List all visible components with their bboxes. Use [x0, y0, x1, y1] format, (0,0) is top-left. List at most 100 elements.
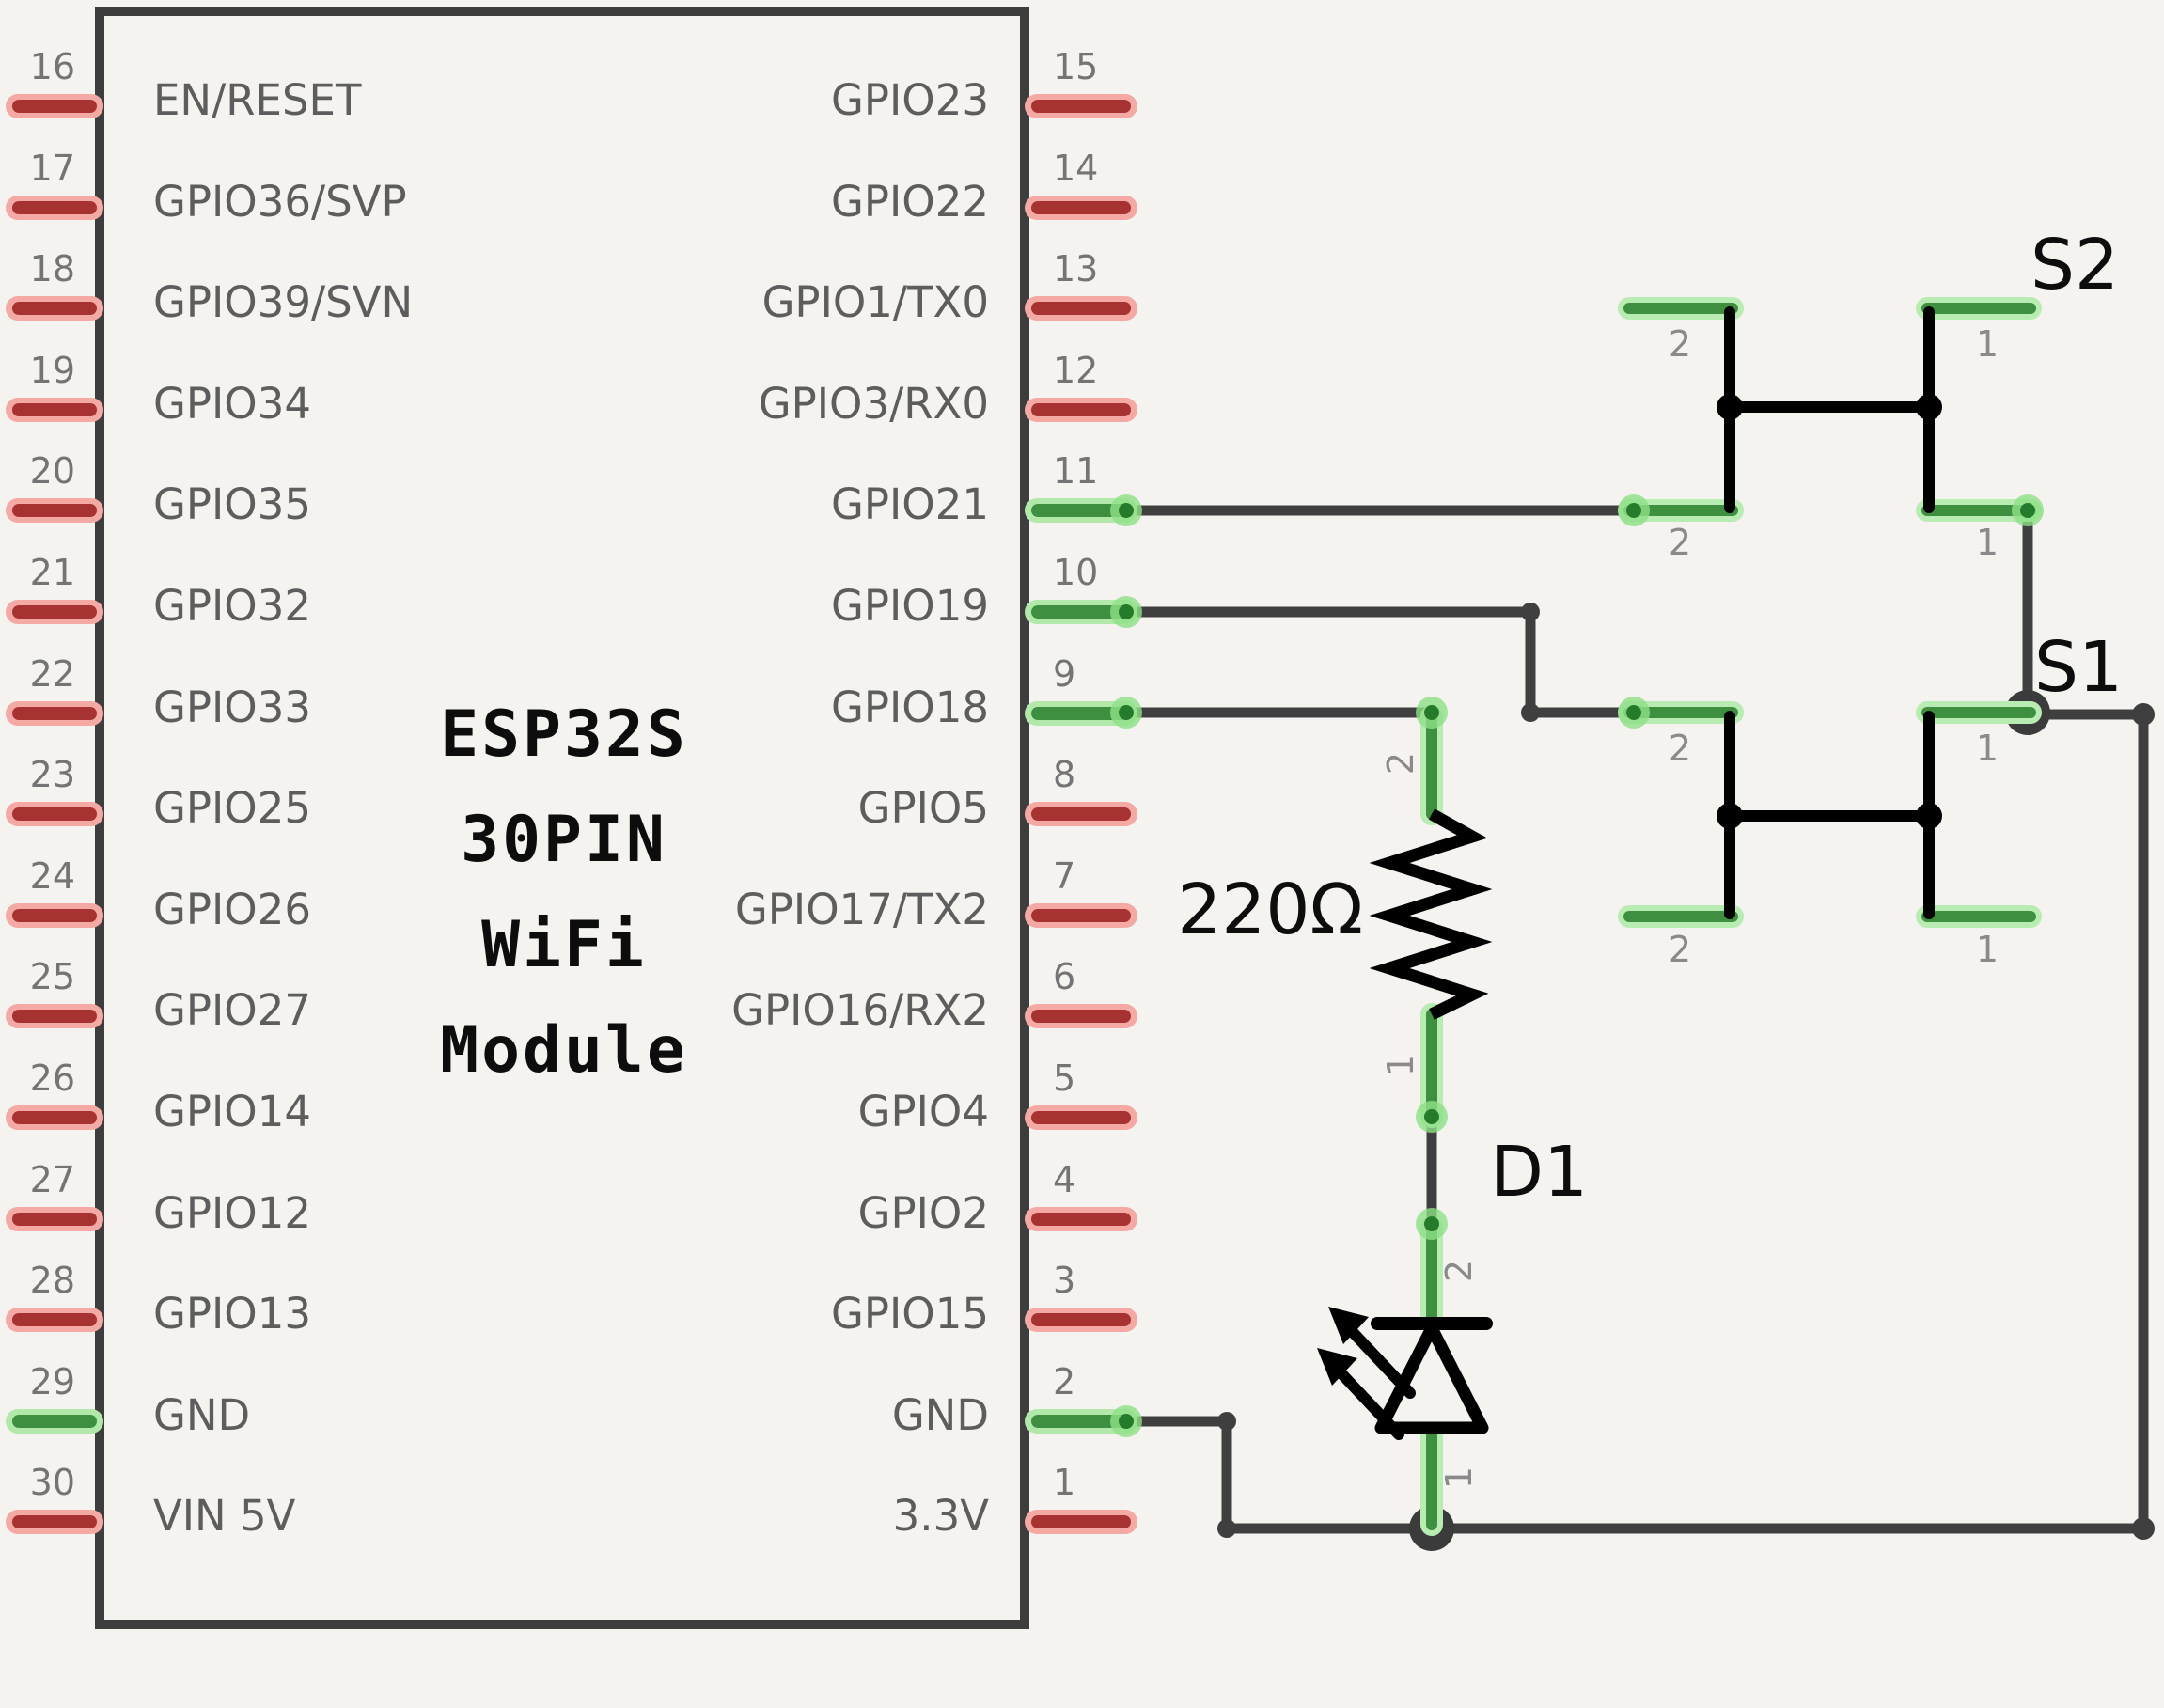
- s2-pin1-dot: [2020, 503, 2035, 518]
- s1-contact-dot-left: [1717, 803, 1743, 829]
- pin-right-2[interactable]: [1025, 1409, 1137, 1434]
- pin-label: GND: [891, 1390, 989, 1440]
- s1-terminal-label: 1: [1975, 728, 1999, 769]
- corner-dot-gpio19-1: [1521, 603, 1540, 621]
- pin-number: 23: [29, 754, 75, 795]
- pin-left-23[interactable]: [6, 802, 103, 826]
- pin-label: GPIO4: [857, 1087, 989, 1136]
- pin-right-9[interactable]: [1025, 701, 1137, 726]
- resistor-value: 220Ω: [1177, 870, 1363, 950]
- pin-label: GPIO14: [153, 1087, 311, 1136]
- pin-label: GPIO34: [153, 379, 311, 429]
- pin-label: 3.3V: [892, 1491, 989, 1541]
- s1-contact-dot-right: [1916, 803, 1942, 829]
- pin-left-25[interactable]: [6, 1004, 103, 1028]
- pin-left-16[interactable]: [6, 94, 103, 118]
- s1-switch-body[interactable]: [1724, 711, 1935, 919]
- pin-number: 11: [1053, 450, 1099, 492]
- pin-wire-dot: [1119, 1414, 1134, 1429]
- led-terminal-label-bottom: 1: [1438, 1465, 1480, 1490]
- pin-label: EN/RESET: [153, 75, 362, 125]
- pin-label: GPIO36/SVP: [153, 177, 407, 227]
- pin-right-4[interactable]: [1025, 1207, 1137, 1231]
- pin-left-27[interactable]: [6, 1207, 103, 1231]
- button-s1[interactable]: [1618, 697, 2042, 928]
- module-title-line-1: ESP32S: [440, 697, 688, 772]
- pin-wire-dot: [1119, 705, 1134, 720]
- pin-left-19[interactable]: [6, 398, 103, 422]
- corner-dot-gnd-2: [1217, 1519, 1236, 1538]
- pin-right-13[interactable]: [1025, 296, 1137, 321]
- pin-number: 18: [29, 248, 75, 290]
- pin-number: 13: [1053, 248, 1099, 290]
- pin-wire-dot: [1119, 503, 1134, 518]
- pin-number: 2: [1053, 1361, 1076, 1402]
- pin-label: GPIO17/TX2: [734, 885, 989, 934]
- pin-left-24[interactable]: [6, 903, 103, 928]
- pin-left-21[interactable]: [6, 600, 103, 624]
- pin-right-10[interactable]: [1025, 600, 1137, 624]
- pin-left-30[interactable]: [6, 1510, 103, 1534]
- pin-right-7[interactable]: [1025, 903, 1137, 928]
- pin-left-26[interactable]: [6, 1105, 103, 1130]
- s2-terminal-label: 1: [1975, 323, 1999, 365]
- resistor-220[interactable]: [1369, 697, 1493, 1133]
- pin-right-3[interactable]: [1025, 1308, 1137, 1332]
- corner-dot-rail-bottom-right: [2132, 1517, 2155, 1540]
- pin-number: 29: [29, 1361, 75, 1402]
- s2-designator: S2: [2031, 225, 2120, 306]
- pin-right-15[interactable]: [1025, 94, 1137, 118]
- pin-right-6[interactable]: [1025, 1004, 1137, 1028]
- pin-right-14[interactable]: [1025, 196, 1137, 220]
- pin-number: 16: [29, 46, 75, 87]
- pin-label: GPIO26: [153, 885, 311, 934]
- wire-gpio19-to-s1[interactable]: [1122, 606, 1638, 718]
- pin-right-12[interactable]: [1025, 398, 1137, 422]
- pin-number: 6: [1053, 956, 1076, 997]
- wire-gnd-rail[interactable]: [1122, 709, 2149, 1534]
- s2-switch-body[interactable]: [1724, 306, 1935, 513]
- led-d1[interactable]: [1317, 1208, 1493, 1536]
- pin-label: GPIO19: [831, 581, 989, 631]
- pin-right-5[interactable]: [1025, 1105, 1137, 1130]
- pin-left-28[interactable]: [6, 1308, 103, 1332]
- s2-contact-dot-right: [1916, 394, 1942, 420]
- button-s2[interactable]: [1618, 297, 2044, 526]
- pin-left-17[interactable]: [6, 196, 103, 220]
- pin-number: 25: [29, 956, 75, 997]
- resistor-terminal-label-bottom: 1: [1380, 1053, 1421, 1077]
- pin-number: 1: [1053, 1462, 1076, 1503]
- module-title-line-3: WiFi: [481, 908, 647, 982]
- s2-contact-dot-left: [1717, 394, 1743, 420]
- pin-left-18[interactable]: [6, 296, 103, 321]
- s2-pin2-dot: [1626, 503, 1641, 518]
- pin-right-8[interactable]: [1025, 802, 1137, 826]
- pin-label: GPIO22: [831, 177, 989, 227]
- resistor-pin1-dot: [1424, 1109, 1439, 1124]
- pin-label: GPIO23: [831, 75, 989, 125]
- pin-number: 27: [29, 1159, 75, 1200]
- pin-number: 19: [29, 350, 75, 391]
- pin-label: GPIO35: [153, 479, 311, 529]
- pin-number: 5: [1053, 1058, 1076, 1099]
- pin-right-11[interactable]: [1025, 498, 1137, 523]
- pin-number: 7: [1053, 855, 1076, 897]
- corner-dot-rail-top-right: [2132, 703, 2155, 726]
- pin-left-29[interactable]: [6, 1409, 103, 1434]
- pin-label: VIN 5V: [153, 1491, 296, 1541]
- pin-label: GPIO16/RX2: [731, 985, 989, 1035]
- pin-label: GPIO33: [153, 682, 311, 732]
- pin-number: 17: [29, 148, 75, 189]
- pin-number: 21: [29, 552, 75, 593]
- pin-left-22[interactable]: [6, 701, 103, 726]
- pin-label: GPIO18: [831, 682, 989, 732]
- pin-number: 24: [29, 855, 75, 897]
- led-triangle[interactable]: [1374, 1322, 1489, 1434]
- led-emission-arrows: [1317, 1307, 1416, 1440]
- pin-right-1[interactable]: [1025, 1510, 1137, 1534]
- resistor-zigzag[interactable]: [1369, 808, 1493, 1020]
- corner-dot-gpio19-2: [1521, 703, 1540, 722]
- pin-left-20[interactable]: [6, 498, 103, 523]
